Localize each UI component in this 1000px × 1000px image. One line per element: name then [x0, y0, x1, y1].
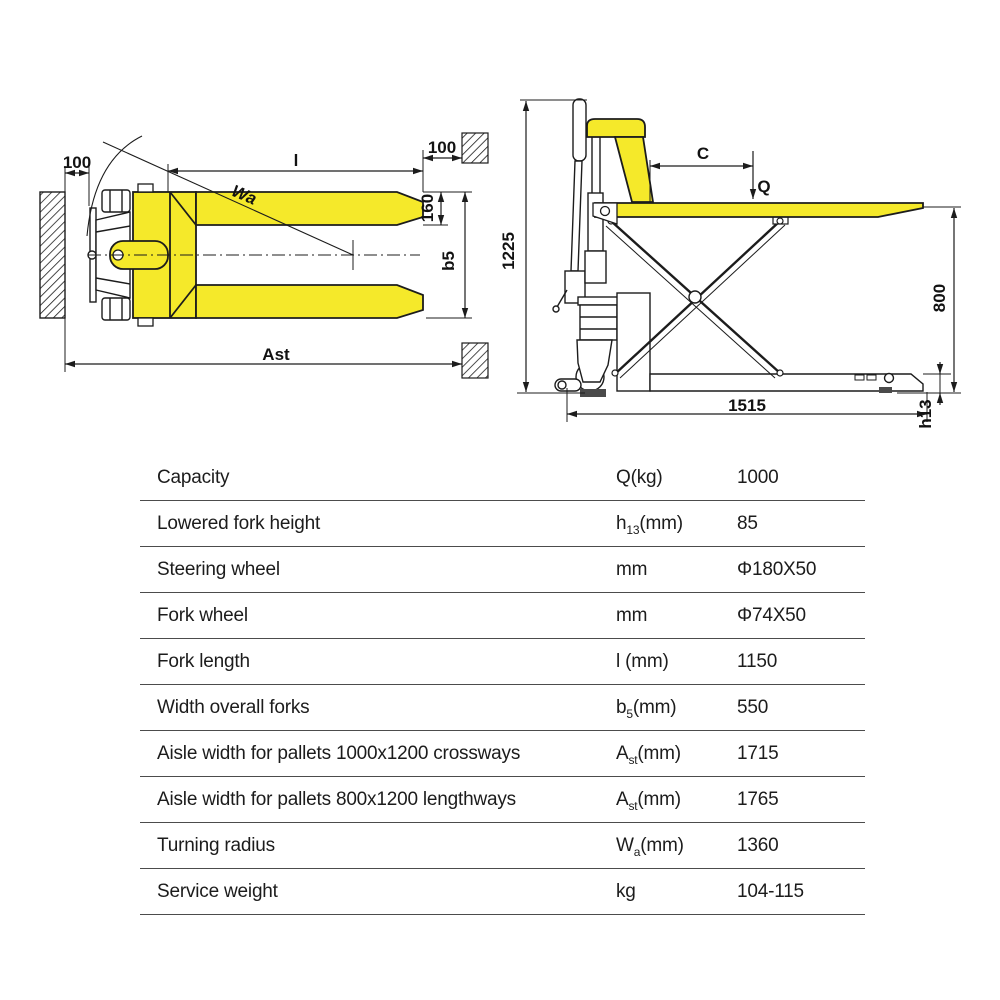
tiller-handle: [572, 98, 587, 162]
spec-label: Capacity: [157, 466, 230, 488]
spec-value: 550: [737, 696, 769, 718]
dim-label-width-overall: b5: [439, 251, 458, 271]
table-row: Aisle width for pallets 800x1200 lengthw…: [140, 777, 865, 823]
side-view-diagram: 1225 C Q 800 1515 h13: [499, 98, 961, 429]
table-row: Service weight kg 104-115: [140, 869, 865, 915]
spec-symbol: b5(mm): [616, 696, 677, 721]
dim-label-fork-length: l: [294, 151, 299, 170]
table-row: Width overall forks b5(mm) 550: [140, 685, 865, 731]
wall-hatch-left: [39, 191, 66, 319]
spec-label: Fork length: [157, 650, 250, 672]
scissor-center-pivot: [688, 290, 702, 304]
spec-label: Steering wheel: [157, 558, 280, 580]
steering-swing-arc: [86, 135, 143, 237]
table-row: Fork wheel mm Φ74X50: [140, 593, 865, 639]
spec-symbol: Q(kg): [616, 466, 663, 488]
spec-value: 85: [737, 512, 758, 534]
wheel-contact-pad: [580, 389, 606, 397]
table-row: Turning radius Wa(mm) 1360: [140, 823, 865, 869]
spec-label: Aisle width for pallets 1000x1200 crossw…: [157, 742, 521, 764]
spec-value: Φ74X50: [737, 604, 806, 626]
side-view-machine: [552, 98, 924, 397]
table-row: Capacity Q(kg) 1000: [140, 455, 865, 501]
hydraulic-cylinder: [584, 134, 607, 284]
base-fork: [649, 372, 924, 392]
fork-roller-wheel: [883, 372, 895, 384]
drive-unit: [554, 292, 651, 392]
dim-label-overall-height: 1225: [499, 232, 518, 270]
dim-label-overall-length: 1515: [728, 396, 766, 415]
dim-label-load: Q: [757, 177, 770, 196]
scissor-mechanism: [605, 215, 789, 379]
spec-value: 104-115: [737, 880, 804, 902]
table-row: Lowered fork height h13(mm) 85: [140, 501, 865, 547]
spec-label: Service weight: [157, 880, 278, 902]
spec-label: Width overall forks: [157, 696, 310, 718]
spec-value: 1000: [737, 466, 779, 488]
spec-value: 1715: [737, 742, 779, 764]
top-view-diagram: 100 l 100 160 b5 Ast Wa: [39, 132, 489, 379]
spec-symbol: kg: [616, 880, 636, 902]
spec-value: 1150: [737, 650, 778, 672]
top-view-dimensions: [64, 150, 472, 372]
spec-symbol: mm: [616, 604, 648, 626]
spec-label: Fork wheel: [157, 604, 248, 626]
side-view-dimensions: [517, 99, 961, 422]
spec-value: Φ180X50: [737, 558, 817, 580]
dim-label-load-center: C: [697, 144, 709, 163]
dim-label-lift-height: 800: [930, 284, 949, 312]
platform-fork: [594, 202, 924, 218]
spec-value: 1765: [737, 788, 779, 810]
spec-symbol: Ast(mm): [616, 742, 681, 767]
dim-label-left-clearance: 100: [63, 153, 91, 172]
lift-platform: [586, 118, 924, 225]
construction-lines: [86, 135, 420, 270]
table-row: Aisle width for pallets 1000x1200 crossw…: [140, 731, 865, 777]
spec-value: 1360: [737, 834, 779, 856]
wall-hatch-top-right: [461, 132, 489, 164]
spec-symbol: mm: [616, 558, 648, 580]
platform-pivot: [599, 205, 611, 217]
roller-contact-pad: [879, 387, 892, 393]
table-row: Fork length l (mm) 1150: [140, 639, 865, 685]
table-row: Steering wheel mm Φ180X50: [140, 547, 865, 593]
spec-symbol: h13(mm): [616, 512, 683, 537]
backrest-support: [613, 136, 655, 203]
spec-symbol: Wa(mm): [616, 834, 684, 859]
turning-radius-line: [102, 141, 354, 256]
fork-top: [195, 191, 424, 226]
dim-label-lowered-height: h13: [916, 399, 935, 428]
fork-bottom: [195, 284, 424, 319]
spec-label: Aisle width for pallets 800x1200 lengthw…: [157, 788, 516, 810]
dim-label-fork-width: 160: [418, 194, 437, 222]
spec-symbol: l (mm): [616, 650, 669, 672]
wall-hatch-bottom-right: [461, 342, 489, 379]
spec-label: Turning radius: [157, 834, 275, 856]
dim-label-right-clearance: 100: [428, 138, 456, 157]
dim-label-aisle-width: Ast: [262, 345, 290, 364]
backrest-top-bar: [586, 118, 646, 138]
spec-label: Lowered fork height: [157, 512, 321, 534]
spec-symbol: Ast(mm): [616, 788, 681, 813]
